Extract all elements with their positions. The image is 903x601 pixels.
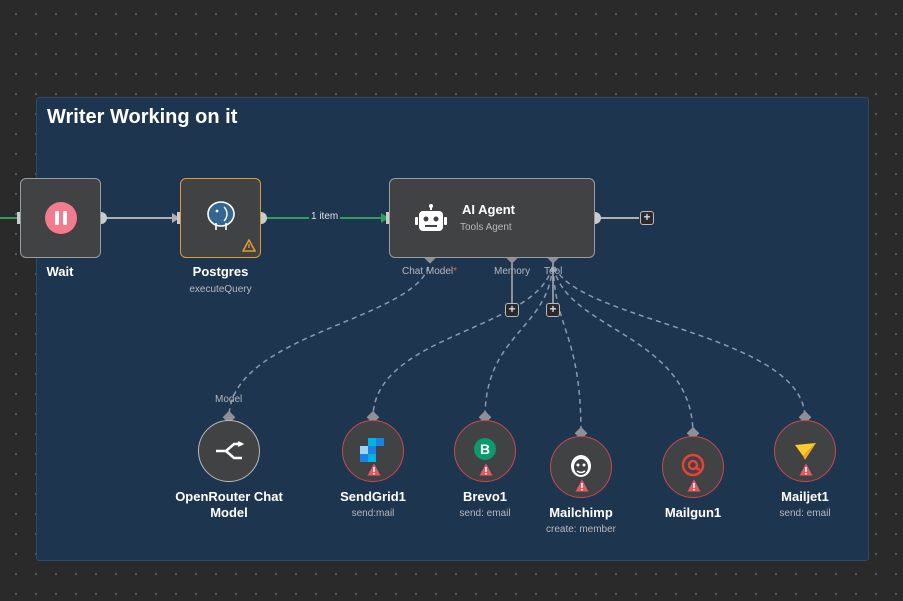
mailgun-icon xyxy=(681,453,705,477)
mailchimp-sub: create: member xyxy=(545,524,617,535)
connection-tool-mailjet[interactable] xyxy=(552,257,806,419)
openrouter-label-line2: Model xyxy=(210,505,248,520)
mailjet-sub: send: email xyxy=(779,508,831,519)
brevo-sub: send: email xyxy=(459,508,511,519)
warning-icon[interactable] xyxy=(367,463,381,476)
agent-input-handle[interactable] xyxy=(386,212,391,224)
mailchimp-icon xyxy=(571,455,591,477)
mailjet-label: Mailjet1 xyxy=(781,489,829,504)
arrowhead xyxy=(381,213,389,223)
brevo-node[interactable]: B xyxy=(454,420,516,482)
mailjet-icon xyxy=(795,443,816,460)
mailgun-node[interactable] xyxy=(662,436,724,498)
connection-tool-brevo[interactable] xyxy=(484,257,554,419)
warning-icon[interactable] xyxy=(799,463,813,476)
add-tool-button[interactable]: + xyxy=(546,303,560,317)
ai-agent-node[interactable]: AI Agent Tools Agent xyxy=(389,178,595,258)
mailchimp-label: Mailchimp xyxy=(549,505,613,520)
tool-handle-label: Tool xyxy=(544,266,563,277)
add-memory-button[interactable]: + xyxy=(505,303,519,317)
sendgrid-label: SendGrid1 xyxy=(340,489,406,504)
sendgrid-icon xyxy=(360,438,384,462)
connection-tool-sendgrid[interactable] xyxy=(372,257,554,419)
wait-label: Wait xyxy=(46,264,74,279)
brevo-label: Brevo1 xyxy=(462,489,508,504)
agent-sub: Tools Agent xyxy=(460,222,512,233)
postgres-sub: executeQuery xyxy=(189,284,252,295)
wait-input-handle[interactable] xyxy=(17,212,22,224)
warning-icon[interactable] xyxy=(575,479,589,492)
add-next-node-button[interactable]: + xyxy=(640,211,654,225)
warning-icon[interactable] xyxy=(242,239,256,252)
group-title[interactable]: Writer Working on it xyxy=(47,106,238,128)
agent-label: AI Agent xyxy=(462,202,515,217)
connection-tool-mailgun[interactable] xyxy=(552,257,694,435)
model-handle-label: Model xyxy=(215,394,243,405)
openrouter-label: OpenRouter Chat xyxy=(175,489,283,504)
svg-text:B: B xyxy=(480,441,490,457)
postgres-elephant-icon xyxy=(207,201,235,230)
item-count-label: 1 item xyxy=(309,211,341,222)
postgres-input-handle[interactable] xyxy=(177,212,182,224)
mailchimp-node[interactable] xyxy=(550,436,612,498)
postgres-node[interactable] xyxy=(180,178,261,258)
openrouter-icon xyxy=(216,441,244,460)
memory-handle-label: Memory xyxy=(494,266,531,277)
mailgun-label: Mailgun1 xyxy=(664,505,722,520)
connection-tool-mailchimp[interactable] xyxy=(552,257,582,435)
sticky-group[interactable] xyxy=(36,97,869,561)
sendgrid-sub: send:mail xyxy=(351,508,395,519)
openrouter-node[interactable] xyxy=(198,420,260,482)
sendgrid-node[interactable] xyxy=(342,420,404,482)
warning-icon[interactable] xyxy=(687,479,701,492)
pause-icon xyxy=(45,202,77,234)
warning-icon[interactable] xyxy=(479,463,493,476)
chat-model-handle-label: Chat Model* xyxy=(402,266,458,277)
postgres-label: Postgres xyxy=(192,264,249,279)
mailjet-node[interactable] xyxy=(774,420,836,482)
arrowhead xyxy=(172,213,180,223)
brevo-icon: B xyxy=(474,438,496,460)
connection-chat-model[interactable] xyxy=(228,257,431,419)
wait-node[interactable] xyxy=(20,178,101,258)
robot-icon xyxy=(415,204,447,231)
